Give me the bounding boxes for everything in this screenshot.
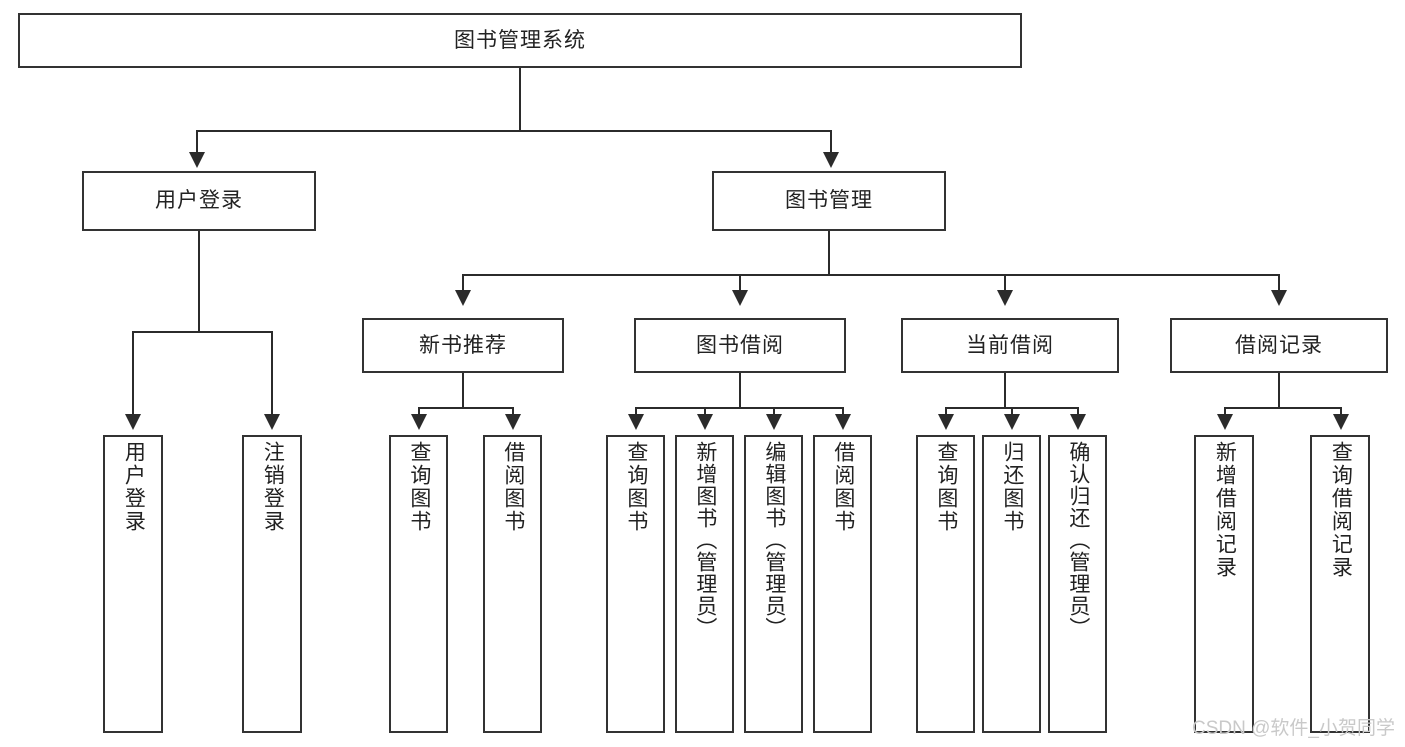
arrowhead-leaf-borrow-lend	[835, 414, 851, 430]
node-root[interactable]: 图书管理系统	[18, 13, 1022, 68]
connector-root-to-user-login	[196, 130, 198, 154]
node-leaf-cur-return-label: 归还图书	[1000, 441, 1024, 533]
connector-book-borrow-drop-4	[842, 407, 844, 415]
connector-book-manage-drop-4	[1278, 274, 1280, 292]
arrowhead-current-borrow	[997, 290, 1013, 306]
connector-user-login-bus	[132, 331, 272, 333]
connector-current-borrow-drop-3	[1077, 407, 1079, 415]
node-leaf-borrow-query-label: 查询图书	[624, 441, 648, 533]
node-book-manage-label: 图书管理	[785, 189, 873, 213]
node-leaf-user-logout[interactable]: 注销登录	[242, 435, 302, 733]
node-leaf-user-logout-label: 注销登录	[261, 441, 285, 533]
node-leaf-borrow-add[interactable]: 新增图书（管理员）	[675, 435, 734, 733]
connector-book-borrow-drop-1	[635, 407, 637, 415]
node-borrow-record[interactable]: 借阅记录	[1170, 318, 1388, 373]
connector-borrow-record-trunk	[1278, 373, 1280, 408]
arrowhead-borrow-record	[1271, 290, 1287, 306]
arrowhead-leaf-rec-add	[1217, 414, 1233, 430]
node-leaf-borrow-lend-label: 借阅图书	[831, 441, 855, 533]
node-leaf-rec-query-record[interactable]: 查询借阅记录	[1310, 435, 1370, 733]
node-leaf-rec-query[interactable]: 查询图书	[389, 435, 448, 733]
connector-new-book-rec-drop-1	[418, 407, 420, 415]
arrowhead-leaf-rec-borrow	[505, 414, 521, 430]
node-leaf-cur-confirm-label: 确认归还（管理员）	[1066, 441, 1090, 639]
connector-book-manage-trunk	[828, 231, 830, 275]
arrowhead-leaf-cur-return	[1004, 414, 1020, 430]
arrowhead-book-borrow	[732, 290, 748, 306]
connector-book-borrow-drop-3	[773, 407, 775, 415]
connector-current-borrow-trunk	[1004, 373, 1006, 408]
node-leaf-cur-query[interactable]: 查询图书	[916, 435, 975, 733]
node-leaf-rec-add-label: 新增借阅记录	[1213, 441, 1237, 579]
connector-book-borrow-bus	[635, 407, 844, 409]
connector-borrow-record-drop-1	[1224, 407, 1226, 415]
connector-book-manage-bus	[462, 274, 1280, 276]
arrowhead-leaf-user-logout	[264, 414, 280, 430]
node-leaf-user-login[interactable]: 用户登录	[103, 435, 163, 733]
node-leaf-borrow-lend[interactable]: 借阅图书	[813, 435, 872, 733]
connector-book-manage-drop-3	[1004, 274, 1006, 292]
node-leaf-cur-return[interactable]: 归还图书	[982, 435, 1041, 733]
node-leaf-cur-confirm[interactable]: 确认归还（管理员）	[1048, 435, 1107, 733]
node-user-login-label: 用户登录	[155, 189, 243, 213]
arrowhead-leaf-cur-confirm	[1070, 414, 1086, 430]
node-leaf-rec-borrow[interactable]: 借阅图书	[483, 435, 542, 733]
arrowhead-leaf-rec-query-record	[1333, 414, 1349, 430]
arrowhead-leaf-cur-query	[938, 414, 954, 430]
connector-user-login-drop-2	[271, 331, 273, 416]
arrowhead-leaf-rec-query	[411, 414, 427, 430]
node-leaf-borrow-edit[interactable]: 编辑图书（管理员）	[744, 435, 803, 733]
connector-root-bus	[196, 130, 832, 132]
node-new-book-rec-label: 新书推荐	[419, 333, 507, 357]
connector-current-borrow-drop-1	[945, 407, 947, 415]
node-leaf-borrow-edit-label: 编辑图书（管理员）	[762, 441, 786, 639]
connector-new-book-rec-bus	[418, 407, 512, 409]
connector-user-login-drop-1	[132, 331, 134, 416]
node-book-borrow[interactable]: 图书借阅	[634, 318, 846, 373]
node-leaf-borrow-query[interactable]: 查询图书	[606, 435, 665, 733]
connector-new-book-rec-trunk	[462, 373, 464, 408]
arrowhead-leaf-user-login	[125, 414, 141, 430]
node-book-manage[interactable]: 图书管理	[712, 171, 946, 231]
connector-user-login-trunk	[198, 231, 200, 332]
node-user-login[interactable]: 用户登录	[82, 171, 316, 231]
connector-borrow-record-bus	[1224, 407, 1341, 409]
node-leaf-rec-query-record-label: 查询借阅记录	[1329, 441, 1353, 579]
node-root-label: 图书管理系统	[454, 28, 586, 52]
arrowhead-leaf-borrow-edit	[766, 414, 782, 430]
node-leaf-cur-query-label: 查询图书	[934, 441, 958, 533]
arrowhead-root-to-user-login	[189, 152, 205, 168]
node-current-borrow[interactable]: 当前借阅	[901, 318, 1119, 373]
node-new-book-rec[interactable]: 新书推荐	[362, 318, 564, 373]
connector-borrow-record-drop-2	[1340, 407, 1342, 415]
node-current-borrow-label: 当前借阅	[966, 333, 1054, 357]
node-leaf-rec-add[interactable]: 新增借阅记录	[1194, 435, 1254, 733]
arrowhead-leaf-borrow-query	[628, 414, 644, 430]
arrowhead-root-to-book-manage	[823, 152, 839, 168]
connector-root-to-book-manage	[830, 130, 832, 154]
node-leaf-user-login-label: 用户登录	[122, 441, 146, 533]
connector-root-trunk	[519, 68, 521, 131]
arrowhead-new-book-rec	[455, 290, 471, 306]
connector-book-borrow-drop-2	[704, 407, 706, 415]
connector-book-manage-drop-1	[462, 274, 464, 292]
node-leaf-rec-query-label: 查询图书	[407, 441, 431, 533]
connector-book-borrow-trunk	[739, 373, 741, 408]
connector-new-book-rec-drop-2	[512, 407, 514, 415]
node-leaf-rec-borrow-label: 借阅图书	[501, 441, 525, 533]
connector-current-borrow-drop-2	[1011, 407, 1013, 415]
arrowhead-leaf-borrow-add	[697, 414, 713, 430]
connector-book-manage-drop-2	[739, 274, 741, 292]
node-leaf-borrow-add-label: 新增图书（管理员）	[693, 441, 717, 639]
node-borrow-record-label: 借阅记录	[1235, 333, 1323, 357]
node-book-borrow-label: 图书借阅	[696, 333, 784, 357]
